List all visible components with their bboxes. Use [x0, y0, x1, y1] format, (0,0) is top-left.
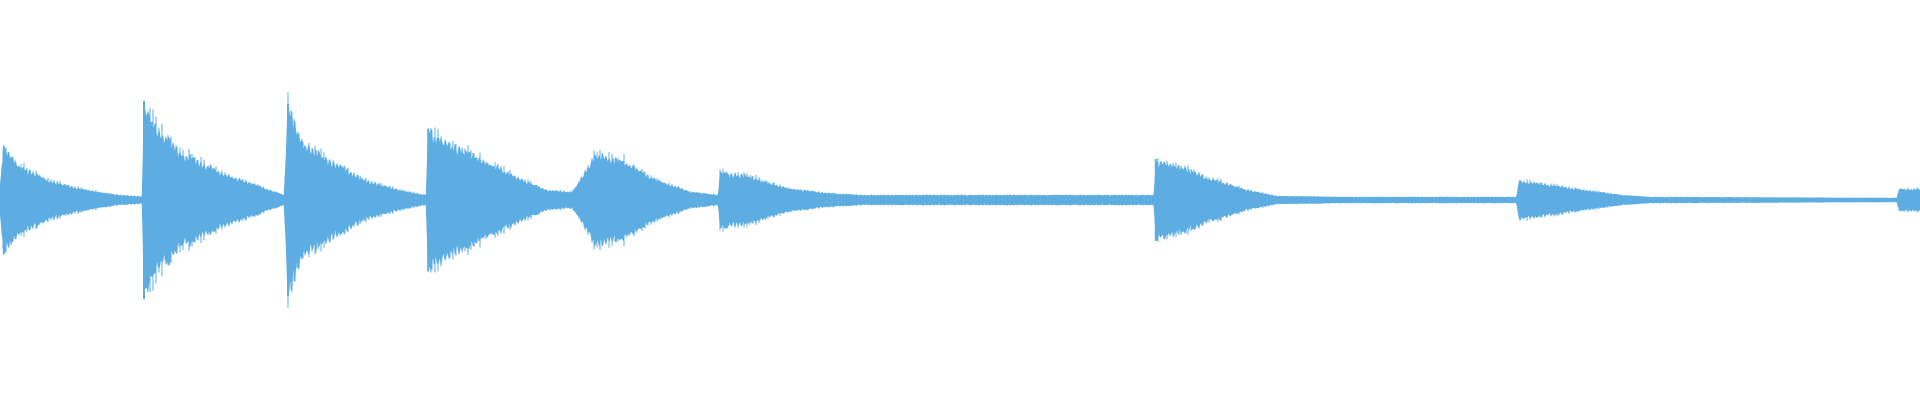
audio-waveform: [0, 92, 1920, 308]
